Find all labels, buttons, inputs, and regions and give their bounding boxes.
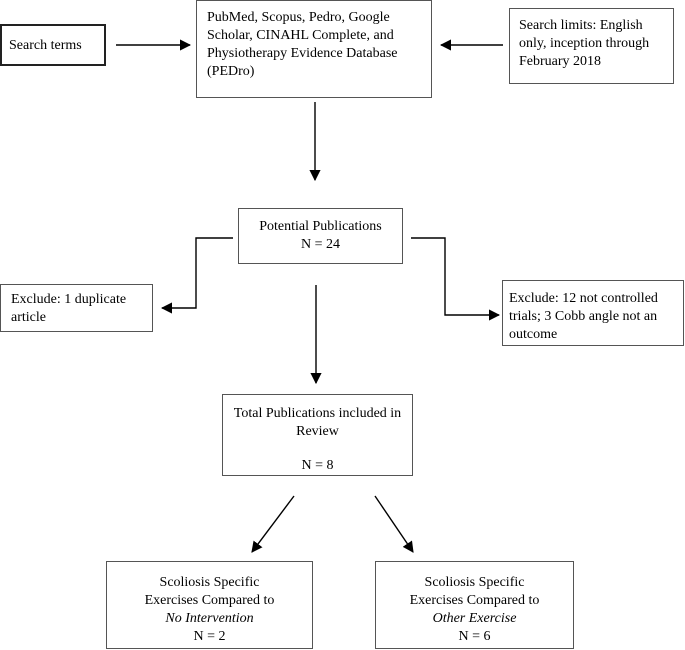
databases-line-2: Scholar, CINAHL Complete, and — [207, 27, 394, 43]
no-intervention-box: Scoliosis Specific Exercises Compared to… — [106, 561, 313, 649]
other-exercise-box: Scoliosis Specific Exercises Compared to… — [375, 561, 574, 649]
total-publications-box: Total Publications included in Review N … — [222, 394, 413, 476]
no-intervention-line-1: Scoliosis Specific — [159, 575, 260, 590]
arrow-total-to-no-intervention — [251, 495, 295, 553]
no-intervention-line-2: Exercises Compared to — [144, 592, 275, 608]
arrow-total-to-other-exercise — [374, 495, 414, 553]
exclude-not-controlled-box: Exclude: 12 not controlled trials; 3 Cob… — [502, 280, 684, 346]
total-count: N = 8 — [301, 457, 334, 473]
potential-publications-title: Potential Publications — [259, 219, 382, 234]
exclude-left-line-2: article — [11, 309, 46, 325]
other-exercise-comparator: Other Exercise — [432, 610, 517, 626]
no-intervention-comparator: No Intervention — [165, 610, 254, 626]
search-limits-line-1: Search limits: English — [519, 18, 643, 33]
search-limits-line-3: February 2018 — [519, 53, 602, 69]
potential-publications-box: Potential Publications N = 24 — [238, 208, 403, 264]
databases-box: PubMed, Scopus, Pedro, Google Scholar, C… — [196, 0, 432, 98]
databases-line-4: (PEDro) — [207, 63, 255, 79]
exclude-left-line-1: Exclude: 1 duplicate — [11, 292, 127, 307]
search-terms-label: Search terms — [9, 38, 82, 53]
exclude-right-line-2: trials; 3 Cobb angle not an — [509, 308, 658, 324]
search-terms-box: Search terms — [0, 24, 106, 66]
other-exercise-line-1: Scoliosis Specific — [424, 575, 525, 590]
exclude-right-line-3: outcome — [509, 326, 558, 342]
no-intervention-count: N = 2 — [193, 628, 226, 644]
other-exercise-line-2: Exercises Compared to — [409, 592, 540, 608]
total-line-1: Total Publications included in — [233, 406, 402, 421]
total-line-2: Review — [296, 423, 339, 439]
potential-publications-count: N = 24 — [300, 236, 340, 252]
exclude-right-line-1: Exclude: 12 not controlled — [509, 291, 658, 306]
search-limits-box: Search limits: English only, inception t… — [509, 8, 674, 84]
other-exercise-count: N = 6 — [458, 628, 491, 644]
exclude-duplicate-box: Exclude: 1 duplicate article — [0, 284, 153, 332]
search-limits-line-2: only, inception through — [519, 35, 650, 51]
arrow-potential-to-exclude-right — [411, 237, 501, 321]
databases-line-3: Physiotherapy Evidence Database — [207, 45, 398, 61]
databases-line-1: PubMed, Scopus, Pedro, Google — [207, 10, 390, 25]
arrow-potential-to-exclude-left — [160, 237, 233, 314]
